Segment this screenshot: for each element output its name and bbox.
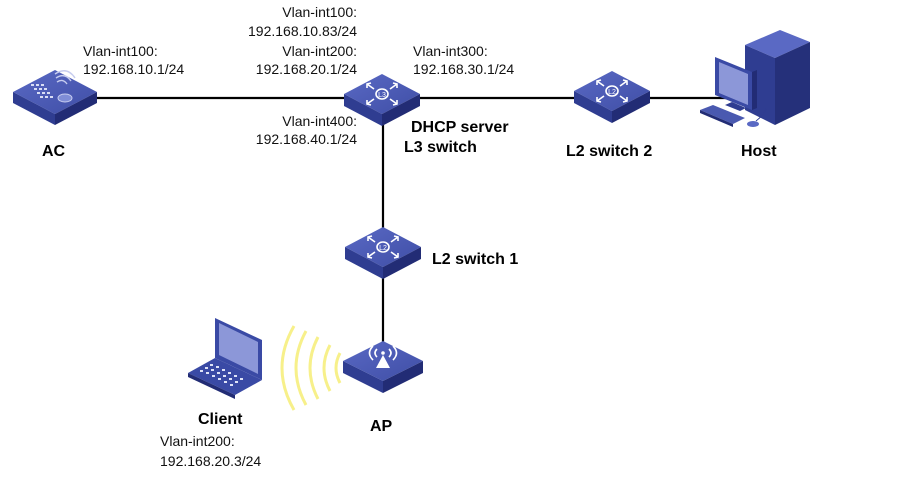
l3-iface-100-label: Vlan-int100:	[282, 4, 357, 20]
ac-iface-label: Vlan-int100:	[83, 43, 158, 59]
l3-iface-400-label: Vlan-int400:	[282, 113, 357, 129]
l3-switch-role: DHCP server	[411, 119, 509, 136]
l3-iface-200-label: Vlan-int200:	[282, 43, 357, 59]
l3-ip-200-label: 192.168.20.1/24	[255, 61, 357, 77]
client-ip-label: 192.168.20.3/24	[160, 453, 262, 469]
host-name: Host	[741, 143, 777, 160]
client-laptop-icon[interactable]	[188, 318, 262, 399]
client-iface-label: Vlan-int200:	[160, 433, 235, 449]
l3-iface-300-label: Vlan-int300:	[413, 43, 488, 59]
ap-name: AP	[370, 418, 393, 435]
l2-switch-1-name: L2 switch 1	[432, 251, 519, 268]
ac-name: AC	[42, 143, 66, 160]
l2-switch-1-icon[interactable]: L2	[345, 227, 421, 279]
l2-switch-2-name: L2 switch 2	[566, 143, 653, 160]
ap-device-icon[interactable]	[343, 341, 423, 393]
links	[90, 96, 728, 345]
l3-ip-400-label: 192.168.40.1/24	[255, 131, 357, 147]
l2-2-icon-label: L2	[608, 89, 616, 96]
l3-switch-name: L3 switch	[404, 139, 477, 156]
wireless-signal-icon	[280, 325, 342, 411]
ac-ip-label: 192.168.10.1/24	[83, 61, 185, 77]
l3-ip-300-label: 192.168.30.1/24	[413, 61, 515, 77]
l3-switch-icon[interactable]: L3	[344, 74, 420, 126]
l2-1-icon-label: L2	[379, 245, 387, 252]
host-pc-icon[interactable]	[700, 30, 810, 127]
l3-ip-100-label: 192.168.10.83/24	[248, 23, 357, 39]
ac-device-icon[interactable]	[13, 70, 97, 125]
l3-icon-label: L3	[378, 92, 386, 99]
l2-switch-2-icon[interactable]: L2	[574, 71, 650, 123]
client-name: Client	[198, 411, 243, 428]
